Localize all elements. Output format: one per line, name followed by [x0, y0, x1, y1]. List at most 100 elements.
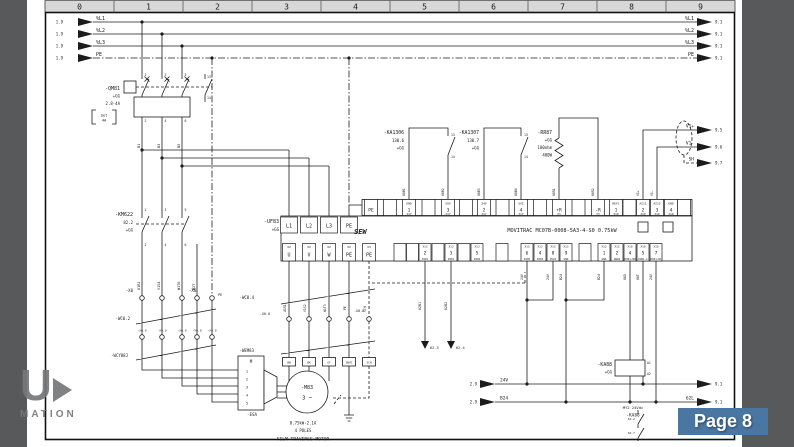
- blank-cell: [578, 243, 592, 262]
- terminal-cell: [609, 199, 623, 216]
- terminal-cell: [520, 243, 534, 262]
- schematic-label: 88R1: [552, 188, 556, 196]
- terminal-strip: X13: [422, 245, 427, 249]
- terminal-strip: X10: [640, 212, 645, 216]
- schematic-label: +GG: [472, 146, 480, 151]
- terminal-signal: DO01-C: [638, 257, 648, 261]
- schematic-label: -X0.0: [192, 329, 201, 333]
- inverter-relay-terminal: [637, 221, 649, 233]
- schematic-label: -KA88: [598, 362, 613, 368]
- schematic-label: 4A: [102, 118, 107, 123]
- schematic-label: 5: [246, 402, 248, 406]
- schematic-label: B3: [157, 144, 161, 148]
- rail-cross-ref: 9.1: [715, 56, 723, 61]
- rail-cross-ref: 1.9: [56, 20, 64, 25]
- motor-plug: [237, 355, 265, 411]
- blank-cell: [431, 243, 445, 262]
- inverter-input-label: PE: [346, 224, 352, 230]
- ruler-number: 1: [146, 3, 151, 12]
- terminal-signal: GND: [406, 201, 412, 205]
- terminal-cell: [393, 243, 407, 262]
- terminal-number: 5: [642, 251, 645, 257]
- terminal-number: 4: [670, 207, 673, 213]
- schematic-label: 2: [145, 119, 147, 123]
- blank-cell: [421, 199, 436, 216]
- terminal-signal: AI12: [653, 201, 660, 205]
- terminal-number: 4: [520, 207, 523, 213]
- schematic-label: B24: [559, 274, 563, 280]
- terminal-number: 1: [408, 207, 411, 213]
- terminal-number: 6: [526, 251, 529, 257]
- rail-label: %L1: [685, 16, 694, 22]
- inverter-input-cell: [340, 216, 358, 234]
- schematic-label: B5: [177, 144, 181, 148]
- terminal-cell: [302, 243, 316, 262]
- schematic-label: 62.3: [430, 346, 439, 350]
- signal-label: V1+: [686, 124, 694, 130]
- schematic-label: 88R2: [591, 188, 595, 196]
- terminal-signal: GND: [668, 201, 674, 205]
- schematic-label: -X0: [189, 288, 197, 293]
- schematic-label: -RR87: [538, 130, 553, 136]
- rail-cross-ref: 2.9: [470, 400, 478, 405]
- terminal-signal: SVI: [518, 201, 524, 205]
- schematic-label: GY: [327, 361, 331, 365]
- schematic-label: 6: [185, 243, 187, 247]
- schematic-label: -X0.0: [157, 329, 166, 333]
- terminal-cell: [322, 243, 336, 262]
- terminal-strip: X17: [518, 212, 523, 216]
- schematic-label: 3: [165, 73, 167, 77]
- schematic-label: 14: [207, 96, 211, 100]
- blank-cell: [383, 199, 397, 216]
- schematic-label: 0.75kW-2.1A: [290, 421, 317, 426]
- schematic-label: +GG: [126, 228, 134, 233]
- terminal-cell: [444, 243, 458, 262]
- terminal-cell: [533, 243, 547, 262]
- terminal-number: -R: [595, 207, 601, 213]
- schematic-label: 3 ~: [302, 396, 313, 402]
- schematic-label: -X0: [126, 288, 134, 293]
- terminal-cell: [364, 199, 378, 216]
- schematic-label: -KA1307: [459, 130, 479, 136]
- schematic-label: -X0.0: [207, 329, 216, 333]
- terminal-strip: X13: [550, 245, 555, 249]
- blank-cell: [533, 199, 547, 216]
- schematic-label: U1R1: [283, 304, 287, 312]
- schematic-label: GNYE: [346, 361, 353, 365]
- signal-label: SH: [689, 157, 695, 163]
- rail-arrow-icon: [78, 30, 93, 38]
- schematic-label: 5: [185, 73, 187, 77]
- schematic-label: 13: [207, 75, 211, 79]
- schematic-label: V1+: [636, 190, 640, 196]
- inverter-input-label: L3: [326, 224, 332, 230]
- schematic-label: 88B3: [477, 188, 481, 196]
- inverter-input-label: L1: [286, 224, 292, 230]
- terminal-number: 7: [655, 251, 658, 257]
- schematic-label: FILM TRAVERSE MOTOR: [277, 437, 330, 443]
- terminal-signal: GND: [602, 257, 607, 261]
- rail-label: %L3: [685, 40, 694, 46]
- rail-label: %L1: [96, 16, 105, 22]
- page-badge: Page 8: [678, 408, 768, 435]
- schematic-label: 2: [145, 243, 147, 247]
- logo-mark: U: [20, 364, 77, 408]
- schematic-label: -QM81: [105, 86, 120, 92]
- inverter-input-label: L2: [306, 224, 312, 230]
- blank-cell: [571, 199, 586, 216]
- terminal-strip: X10: [668, 212, 673, 216]
- terminal-strip: X10: [613, 212, 618, 216]
- rail-arrow-icon: [480, 398, 495, 406]
- terminal-number: 2: [483, 207, 486, 213]
- schematic-label: 6: [185, 119, 187, 123]
- schematic-label: -UF83: [264, 219, 279, 225]
- terminal-signal: GND2: [614, 257, 621, 261]
- schematic-label: -ESA: [247, 412, 258, 417]
- schematic-label: 24V: [520, 274, 524, 280]
- terminal-cell: [591, 199, 605, 216]
- terminal-number: U: [287, 253, 290, 259]
- terminal-cell: [559, 243, 573, 262]
- schematic-label: 2: [246, 378, 248, 382]
- schematic-label: SCH: [363, 306, 367, 312]
- ruler-number: 6: [491, 3, 496, 12]
- terminal-cell: [610, 243, 624, 262]
